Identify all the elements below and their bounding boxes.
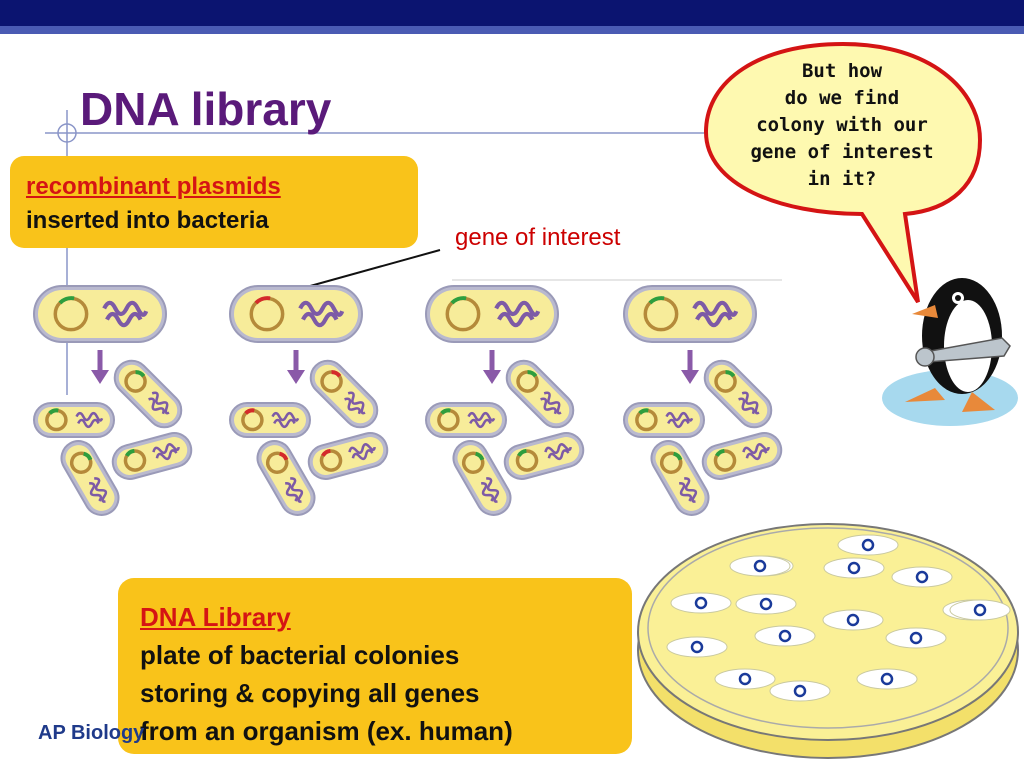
- daughter-bacterium: [111, 432, 193, 480]
- plasmid-insert: [672, 451, 683, 461]
- plasmid-insert: [82, 451, 93, 461]
- plasmid-insert: [58, 296, 75, 305]
- colony: [666, 636, 728, 658]
- daughter-bacterium: [425, 402, 507, 438]
- colony: [949, 599, 1011, 621]
- bubble-line: colony with our: [756, 114, 928, 136]
- daughter-bacterium: [701, 432, 783, 480]
- dna-library-callout: DNA Library plate of bacterial colonies …: [118, 578, 632, 754]
- daughter-bacterium: [60, 440, 120, 516]
- bacteria-group: [33, 285, 193, 516]
- bacteria-group: [623, 285, 783, 516]
- plasmid-insert: [321, 448, 331, 457]
- daughter-bacterium: [503, 432, 585, 480]
- colony: [891, 566, 953, 588]
- daughter-bacterium: [113, 359, 183, 429]
- plasmid-insert: [474, 451, 485, 461]
- down-arrow-icon: [91, 370, 109, 384]
- colony: [714, 668, 776, 690]
- bacteria-group: [229, 285, 389, 516]
- plasmid-insert: [527, 370, 538, 378]
- plasmid-insert: [278, 451, 289, 461]
- colony: [769, 680, 831, 702]
- colony: [754, 625, 816, 647]
- footer-label: AP Biology: [38, 722, 145, 744]
- daughter-bacterium: [650, 440, 710, 516]
- colony: [837, 534, 899, 556]
- plasmid-insert: [135, 370, 146, 378]
- down-arrow-icon: [287, 370, 305, 384]
- plasmid-insert: [450, 296, 467, 305]
- daughter-bacterium: [33, 402, 115, 438]
- recombinant-plasmids-callout: recombinant plasmids inserted into bacte…: [10, 156, 418, 248]
- colony: [822, 609, 884, 631]
- plasmid-insert: [125, 448, 135, 457]
- gene-of-interest-label: gene of interest: [455, 224, 621, 251]
- parent-bacterium: [33, 285, 167, 343]
- dna-library-heading: DNA Library: [140, 602, 291, 632]
- bacteria-groups: [33, 285, 783, 516]
- daughter-bacterium: [256, 440, 316, 516]
- colony: [823, 557, 885, 579]
- plasmid-insert: [648, 296, 665, 305]
- speech-bubble-text: But how do we find colony with our gene …: [716, 58, 968, 193]
- daughter-bacterium: [229, 402, 311, 438]
- down-arrow-icon: [681, 370, 699, 384]
- colony: [856, 668, 918, 690]
- bubble-line: do we find: [784, 87, 900, 109]
- daughter-bacterium: [307, 432, 389, 480]
- plasmid-insert: [725, 370, 736, 378]
- slide-title: DNA library: [80, 83, 332, 135]
- daughter-bacterium: [452, 440, 512, 516]
- bubble-line: But how: [801, 60, 883, 82]
- petri-dish: [637, 523, 1019, 759]
- dna-library-line: storing & copying all genes: [140, 678, 480, 708]
- daughter-bacterium: [623, 402, 705, 438]
- bubble-line: gene of interest: [750, 141, 934, 163]
- parent-bacterium: [229, 285, 363, 343]
- dna-library-line: from an organism (ex. human): [140, 716, 513, 746]
- speech-bubble: [703, 41, 983, 304]
- colonies: [666, 534, 1011, 702]
- dna-library-line: plate of bacterial colonies: [140, 640, 460, 670]
- callout-heading: recombinant plasmids: [26, 173, 281, 200]
- top-bar: [0, 0, 1024, 26]
- daughter-bacterium: [703, 359, 773, 429]
- colony: [670, 592, 732, 614]
- plasmid-insert: [440, 408, 451, 415]
- bubble-line: in it?: [807, 168, 877, 190]
- decor-circle: [57, 123, 77, 143]
- plasmid-insert: [331, 370, 342, 378]
- colony: [729, 555, 791, 577]
- colony: [735, 593, 797, 615]
- callout-text: inserted into bacteria: [26, 207, 269, 234]
- plasmid-insert: [48, 408, 59, 415]
- penguin-mascot-icon: [882, 278, 1018, 426]
- bacteria-group: [425, 285, 585, 516]
- daughter-bacterium: [505, 359, 575, 429]
- colony: [885, 627, 947, 649]
- plasmid-insert: [715, 448, 725, 457]
- top-bar-stripe: [0, 26, 1024, 34]
- plasmid-insert: [244, 408, 255, 415]
- daughter-bacterium: [309, 359, 379, 429]
- down-arrow-icon: [483, 370, 501, 384]
- plasmid-insert: [638, 408, 649, 415]
- plasmid-insert: [517, 448, 527, 457]
- parent-bacterium: [623, 285, 757, 343]
- parent-bacterium: [425, 285, 559, 343]
- plasmid-insert: [254, 296, 271, 305]
